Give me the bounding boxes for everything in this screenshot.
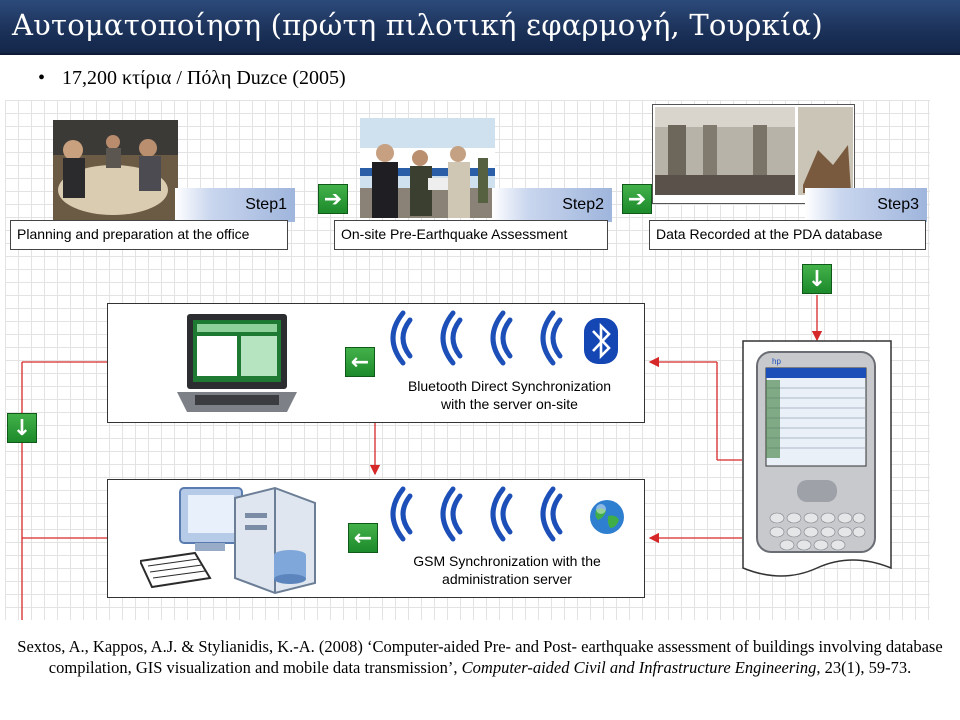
- step-label: Step1: [245, 196, 287, 213]
- step-caption-box-1: Planning and preparation at the office: [10, 220, 288, 250]
- laptop-icon: [175, 312, 300, 414]
- bullet-text: 17,200 κτίρια / Πόλη Duzce (2005): [62, 67, 346, 89]
- slide-title: Αυτοματοποίηση (πρώτη πιλοτική εφαρμογή,…: [12, 8, 823, 42]
- citation-text: Sextos, A., Kappos, A.J. & Stylianidis, …: [17, 637, 943, 677]
- label-line: with the server on-site: [441, 396, 578, 412]
- pda-brand: hp: [772, 357, 781, 366]
- gsm-sync-label: GSM Synchronization with the administrat…: [392, 552, 622, 588]
- label-line: GSM Synchronization with the: [413, 553, 601, 569]
- bullet-dot: •: [38, 67, 46, 89]
- title-bar: Αυτοματοποίηση (πρώτη πιλοτική εφαρμογή,…: [0, 0, 960, 55]
- step-caption-box-2: On-site Pre-Earthquake Assessment: [334, 220, 608, 250]
- damaged-building-photo: [652, 104, 855, 204]
- bullet-item: • 17,200 κτίρια / Πόλη Duzce (2005): [38, 67, 346, 90]
- step-caption-box-3: Data Recorded at the PDA database: [649, 220, 926, 250]
- step-caption: On-site Pre-Earthquake Assessment: [341, 226, 568, 242]
- office-meeting-photo: [53, 120, 178, 220]
- pda-device-panel: hp: [742, 340, 892, 580]
- citation: Sextos, A., Kappos, A.J. & Stylianidis, …: [10, 636, 950, 678]
- globe-icon: [588, 498, 626, 536]
- green-arrow-right-icon: ➔: [318, 184, 348, 214]
- step-ribbon-1: Step1: [175, 188, 295, 222]
- step-caption: Planning and preparation at the office: [17, 226, 250, 242]
- wireless-signal-icon: [378, 484, 568, 544]
- step-label: Step3: [877, 196, 919, 213]
- label-line: Bluetooth Direct Synchronization: [407, 378, 612, 394]
- step-ribbon-3: Step3: [805, 188, 927, 222]
- green-arrow-left-icon: ←: [345, 347, 375, 377]
- label-line: administration server: [442, 571, 572, 587]
- desktop-server-icon: [140, 483, 325, 595]
- citation-journal: Computer-aided Civil and Infrastructure …: [461, 658, 817, 677]
- green-arrow-right-icon: ➔: [622, 184, 652, 214]
- step-caption: Data Recorded at the PDA database: [656, 226, 883, 242]
- onsite-assessment-photo: [360, 118, 495, 218]
- bluetooth-icon: [584, 318, 618, 364]
- step-label: Step2: [562, 196, 604, 213]
- wireless-signal-icon: [378, 308, 568, 368]
- citation-tail: , 23(1), 59-73.: [816, 658, 912, 677]
- bluetooth-sync-label: Bluetooth Direct Synchronization with th…: [382, 377, 637, 413]
- green-arrow-down-icon: ↓: [802, 264, 832, 294]
- green-arrow-down-icon: ↓: [7, 413, 37, 443]
- step-ribbon-2: Step2: [492, 188, 612, 222]
- green-arrow-left-icon: ←: [348, 523, 378, 553]
